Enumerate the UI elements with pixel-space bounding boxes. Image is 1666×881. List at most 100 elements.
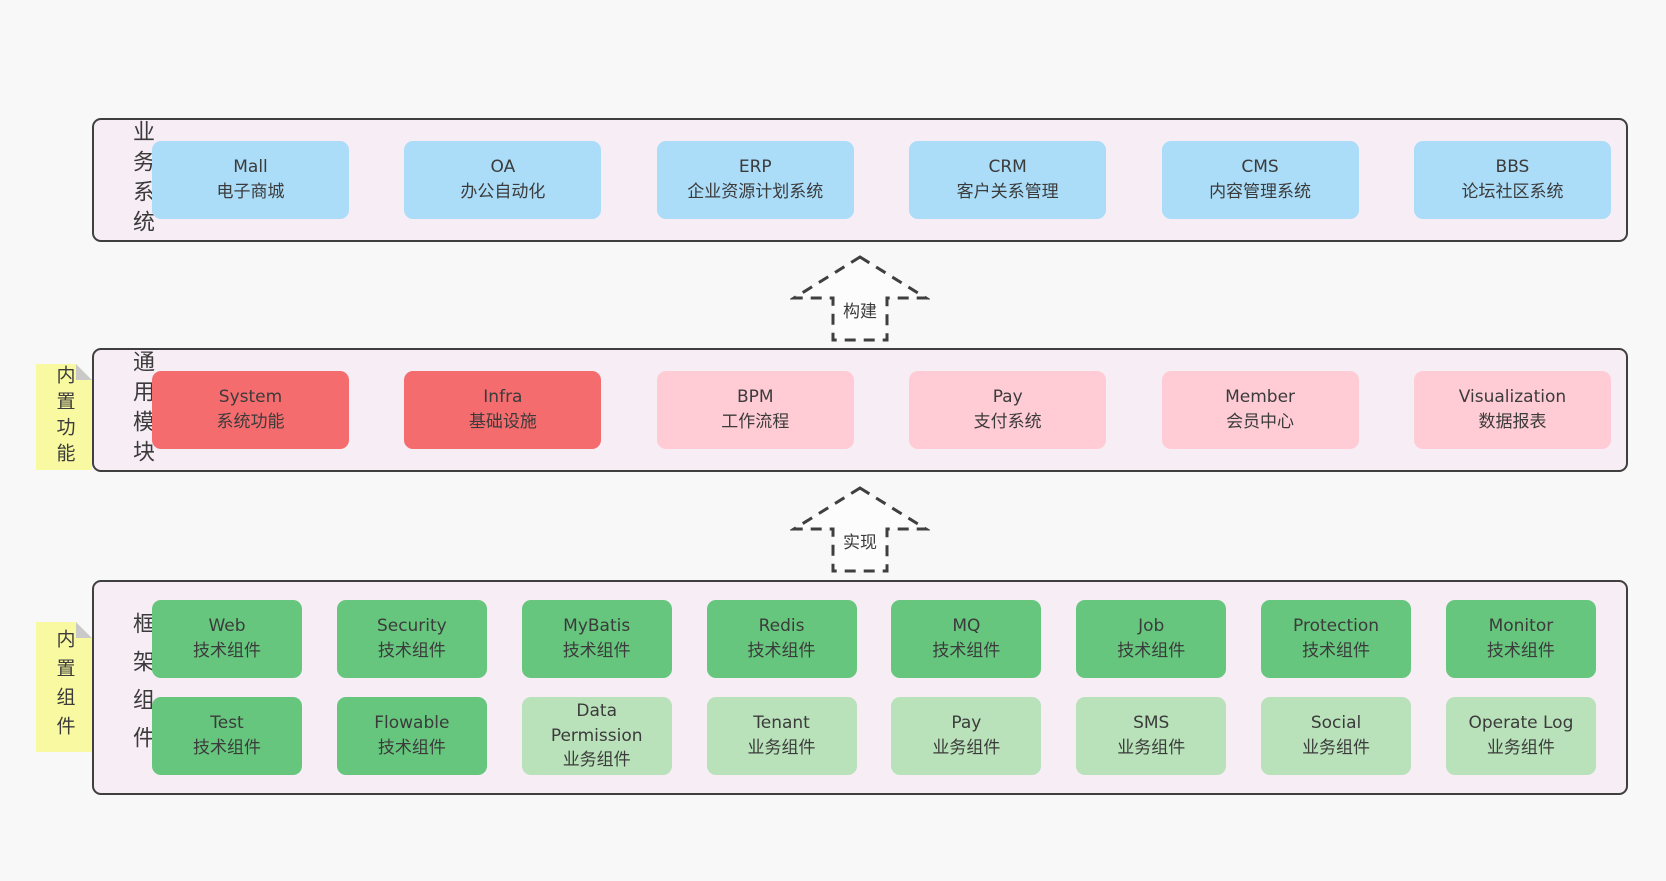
box-desc: 论坛社区系统 (1461, 182, 1564, 202)
box-desc: 技术组件 (932, 641, 1001, 661)
component-rows: Web 技术组件 Security 技术组件 MyBatis 技术组件 Redi… (152, 600, 1626, 775)
box-erp: ERP 企业资源计划系统 (656, 141, 854, 219)
sticky-note-text: 内置组件 (53, 629, 76, 745)
sticky-note-builtin-components: 内置组件 (36, 622, 92, 752)
box-job: Job 技术组件 (1076, 600, 1227, 678)
box-desc: 技术组件 (747, 641, 816, 661)
box-desc: 数据报表 (1478, 412, 1547, 432)
box-name: ERP (738, 157, 772, 178)
box-name: OA (490, 157, 516, 178)
box-desc: 技术组件 (377, 738, 446, 758)
band-common-modules: 通用模块 System 系统功能 Infra 基础设施 BPM 工作流程 Pay… (92, 348, 1628, 472)
box-desc: 工作流程 (721, 412, 790, 432)
box-security: Security 技术组件 (336, 600, 487, 678)
box-protection: Protection 技术组件 (1261, 600, 1412, 678)
folded-corner-icon (76, 622, 92, 638)
box-data-permission: Data Permission 业务组件 (521, 697, 672, 775)
box-desc: 业务组件 (747, 738, 816, 758)
folded-corner-icon (76, 364, 92, 380)
box-name: Job (1138, 616, 1165, 637)
box-pay-module: Pay 支付系统 (909, 371, 1107, 449)
box-desc: 业务组件 (1117, 738, 1186, 758)
box-bpm: BPM 工作流程 (656, 371, 854, 449)
box-desc: 技术组件 (377, 641, 446, 661)
box-cms: CMS 内容管理系统 (1161, 141, 1359, 219)
arrow-implement: 实现 (790, 485, 930, 575)
box-name: Tenant (753, 713, 810, 734)
box-tenant: Tenant 业务组件 (706, 697, 857, 775)
box-desc: 办公自动化 (460, 182, 546, 202)
sticky-note-text: 内置功能 (53, 365, 76, 469)
box-mq: MQ 技术组件 (891, 600, 1042, 678)
box-name: Protection (1293, 616, 1380, 637)
box-name: Data Permission (550, 701, 643, 746)
sticky-note-builtin-features: 内置功能 (36, 364, 92, 470)
box-bbs: BBS 论坛社区系统 (1413, 141, 1611, 219)
box-desc: 业务组件 (932, 738, 1001, 758)
box-name: Infra (483, 387, 523, 408)
band-modules-title: 通用模块 (129, 350, 154, 470)
box-name: SMS (1133, 713, 1170, 734)
box-desc: 技术组件 (1117, 641, 1186, 661)
box-name: Monitor (1488, 616, 1554, 637)
box-desc: 业务组件 (562, 750, 631, 771)
box-name: System (218, 387, 283, 408)
box-infra: Infra 基础设施 (404, 371, 602, 449)
box-operate-log: Operate Log 业务组件 (1445, 697, 1596, 775)
box-name: CMS (1241, 157, 1279, 178)
box-web: Web 技术组件 (152, 600, 302, 678)
box-name: CRM (988, 157, 1027, 178)
box-flowable: Flowable 技术组件 (336, 697, 487, 775)
box-mall: Mall 电子商城 (152, 141, 349, 219)
box-desc: 技术组件 (193, 641, 261, 661)
box-name: Web (208, 616, 246, 637)
box-name: BPM (736, 387, 774, 408)
box-crm: CRM 客户关系管理 (909, 141, 1107, 219)
box-name: MyBatis (563, 616, 631, 637)
box-oa: OA 办公自动化 (404, 141, 602, 219)
box-name: Operate Log (1468, 713, 1574, 734)
box-name: Social (1310, 713, 1362, 734)
box-visualization: Visualization 数据报表 (1413, 371, 1611, 449)
box-desc: 技术组件 (1302, 641, 1371, 661)
box-desc: 业务组件 (1302, 738, 1371, 758)
box-social: Social 业务组件 (1261, 697, 1412, 775)
arrow-implement-label: 实现 (840, 528, 880, 553)
business-boxes: Mall 电子商城 OA 办公自动化 ERP 企业资源计划系统 CRM 客户关系… (152, 141, 1626, 219)
component-row-1: Web 技术组件 Security 技术组件 MyBatis 技术组件 Redi… (152, 600, 1596, 678)
box-name: Member (1225, 387, 1296, 408)
box-redis: Redis 技术组件 (706, 600, 857, 678)
box-system: System 系统功能 (152, 371, 349, 449)
box-desc: 系统功能 (216, 412, 285, 432)
box-sms: SMS 业务组件 (1076, 697, 1227, 775)
band-business-title: 业务系统 (129, 120, 154, 240)
box-name: BBS (1495, 157, 1530, 178)
box-monitor: Monitor 技术组件 (1445, 600, 1596, 678)
box-desc: 电子商城 (216, 182, 285, 202)
box-desc: 技术组件 (562, 641, 631, 661)
box-name: Visualization (1458, 387, 1567, 408)
box-name: MQ (952, 616, 981, 637)
band-components-title: 框架组件 (129, 611, 154, 764)
arrow-build: 构建 (790, 254, 930, 344)
box-name: Flowable (374, 713, 450, 734)
box-desc: 会员中心 (1226, 412, 1295, 432)
box-desc: 业务组件 (1486, 738, 1555, 758)
box-member: Member 会员中心 (1161, 371, 1359, 449)
box-pay-component: Pay 业务组件 (891, 697, 1042, 775)
module-boxes: System 系统功能 Infra 基础设施 BPM 工作流程 Pay 支付系统… (152, 371, 1626, 449)
box-name: Redis (758, 616, 805, 637)
arrow-build-label: 构建 (840, 297, 880, 322)
box-desc: 基础设施 (468, 412, 537, 432)
box-name: Test (210, 713, 244, 734)
box-desc: 客户关系管理 (956, 182, 1059, 202)
box-desc: 技术组件 (193, 738, 261, 758)
box-desc: 内容管理系统 (1209, 182, 1312, 202)
box-desc: 支付系统 (973, 412, 1042, 432)
component-row-2: Test 技术组件 Flowable 技术组件 Data Permission … (152, 697, 1596, 775)
band-business-systems: 业务系统 Mall 电子商城 OA 办公自动化 ERP 企业资源计划系统 CRM… (92, 118, 1628, 242)
box-name: Pay (951, 713, 982, 734)
box-mybatis: MyBatis 技术组件 (521, 600, 672, 678)
box-name: Security (376, 616, 447, 637)
